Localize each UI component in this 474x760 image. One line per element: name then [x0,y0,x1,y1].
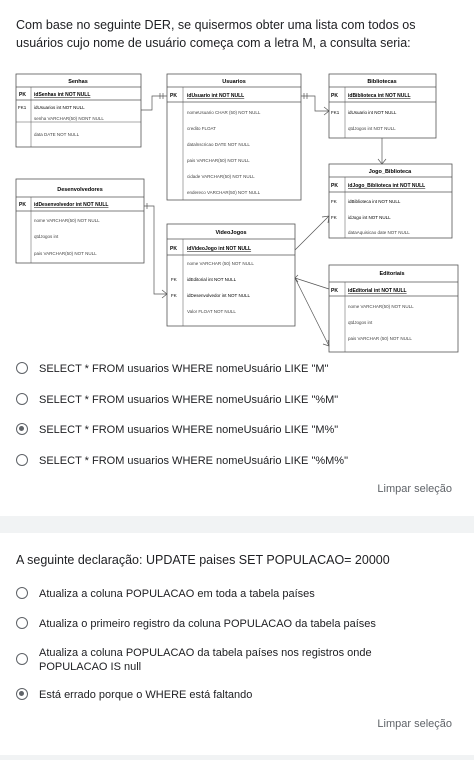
q2-option-3[interactable]: Atualiza a coluna POPULACAO da tabela pa… [16,646,458,674]
q1-option-1-label: SELECT * FROM usuarios WHERE nomeUsuário… [39,363,329,375]
ed-qtd: qtdJogos int [348,320,373,325]
rel-videojogos-jogobiblioteca [294,215,330,251]
table-senhas: Senhas PK idSenhas int NOT NULL FK1 idUs… [15,73,142,148]
senhas-pk-key: PK [19,92,26,98]
q2-option-1-label: Atualiza a coluna POPULACAO em toda a ta… [39,588,315,600]
table-jogo-biblioteca-title: Jogo_Biblioteca [369,169,412,175]
jb-fk1-key: FK [331,199,337,204]
vj-valor: Valor FLOAT NOT NULL [187,309,236,314]
rel-usuarios-bibliotecas [301,95,329,112]
q2-option-4-label: Está errado porque o WHERE está faltando [39,689,253,701]
rel-senhas-usuarios [141,95,167,111]
radio-button-selected[interactable] [16,688,28,700]
jb-fk2-key: FK [331,215,337,220]
senhas-fk: idUsuarios int NOT NULL [34,105,85,110]
table-jogo-biblioteca: Jogo_Biblioteca PK idJogo_Biblioteca int… [328,163,453,239]
question-card-1: Com base no seguinte DER, se quisermos o… [0,0,474,516]
bibliotecas-fk: idUsuario int NOT NULL [348,110,397,115]
dev-pk: idDesenvolvedor int NOT NULL [34,202,108,208]
q1-option-3[interactable]: SELECT * FROM usuarios WHERE nomeUsuário… [16,423,458,437]
vj-fk1-key: FK [171,277,177,282]
rel-editoriais-videojogos [294,277,330,290]
q1-option-2-label: SELECT * FROM usuarios WHERE nomeUsuário… [39,394,339,406]
question-1-text: Com base no seguinte DER, se quisermos o… [16,18,416,50]
table-senhas-title: Senhas [68,79,88,85]
usuarios-pais: pais VARCHAR(50) NOT NULL [187,158,250,163]
jb-data: dataAquisicao date NOT NULL [348,230,410,235]
q1-option-3-label: SELECT * FROM usuarios WHERE nomeUsuário… [39,424,339,436]
question-2-text: A seguinte declaração: UPDATE paises SET… [16,553,390,567]
table-usuarios: Usuarios PK idUsuario int NOT NULL nomeU… [166,73,302,201]
ed-pk: idEditorial int NOT NULL [348,288,407,294]
ed-pk-key: PK [331,288,338,294]
dev-nome: nome VARCHAR(50) NOT NULL [34,218,100,223]
table-usuarios-title: Usuarios [222,79,246,85]
q2-option-4[interactable]: Está errado porque o WHERE está faltando [16,688,458,702]
q2-option-1[interactable]: Atualiza a coluna POPULACAO em toda a ta… [16,587,458,601]
table-editoriais: Editoriais PK idEditorial int NOT NULL n… [328,264,459,353]
bibliotecas-pk: idBiblioteca int NOT NULL [348,93,411,99]
senhas-data: data DATE NOT NULL [34,132,80,137]
jb-pk: idJogo_Biblioteca int NOT NULL [348,183,425,189]
jb-fk1: idBiblioteca int NOT NULL [348,199,401,204]
vj-fk2-key: FK [171,293,177,298]
table-desenvolvedores: Desenvolvedores PK idDesenvolvedor int N… [15,178,145,264]
vj-pk: idVideoJogo int NOT NULL [187,246,251,252]
usuarios-endereco: endereco VARCHAR(50) NOT NULL [187,190,261,195]
jb-pk-key: PK [331,183,338,189]
q2-option-2-label: Atualiza o primeiro registro da coluna P… [39,618,376,630]
usuarios-data: datalnscricao DATE NOT NULL [187,142,250,147]
radio-button-selected[interactable] [16,423,28,435]
bibliotecas-qtd: qtdJogos int NOT NULL [348,126,396,131]
er-diagram: Senhas PK idSenhas int NOT NULL FK1 idUs… [15,73,459,353]
usuarios-pk-key: PK [170,93,177,99]
vj-fk2: idDesenvolvedor int NOT NULL [187,293,250,298]
q1-option-2[interactable]: SELECT * FROM usuarios WHERE nomeUsuário… [16,393,458,407]
radio-button[interactable] [16,393,28,405]
q1-option-4-label: SELECT * FROM usuarios WHERE nomeUsuário… [39,455,348,467]
dev-pais: pais VARCHAR(50) NOT NULL [34,251,97,256]
usuarios-credito: credito FLOAT [187,126,216,131]
q2-option-2[interactable]: Atualiza o primeiro registro da coluna P… [16,617,458,631]
radio-button[interactable] [16,454,28,466]
q1-option-4[interactable]: SELECT * FROM usuarios WHERE nomeUsuário… [16,454,458,468]
table-videojogos-title: VideoJogos [215,230,246,236]
vj-nome: nome VARCHAR (50) NOT NULL [187,261,254,266]
radio-button[interactable] [16,587,28,599]
senhas-senha: senha VARCHAR(50) NONT NULL [34,116,104,121]
radio-button[interactable] [16,617,28,629]
table-videojogos: VideoJogos PK idVideoJogo int NOT NULL n… [166,223,296,327]
table-editoriais-title: Editoriais [379,271,404,277]
senhas-fk-key: FK1 [18,105,27,110]
clear-selection-button-2[interactable]: Limpar seleção [377,718,452,730]
bibliotecas-fk-key: FK1 [331,110,340,115]
ed-pais: pais VARCHAR (50) NOT NULL [348,336,412,341]
vj-pk-key: PK [170,246,177,252]
q2-option-3-label: Atualiza a coluna POPULACAO da tabela pa… [39,647,372,673]
table-bibliotecas: Bibliotecas PK idBiblioteca int NOT NULL… [328,73,437,139]
jb-fk2: idJogo int NOT NULL [348,215,391,220]
dev-qtd: qtdJogos int [34,234,59,239]
radio-button[interactable] [16,362,28,374]
table-bibliotecas-title: Bibliotecas [367,79,396,85]
rel-desenvolvedores-videojogos [144,205,167,295]
ed-nome: nome VARCHAR(50) NOT NULL [348,304,414,309]
question-card-2: A seguinte declaração: UPDATE paises SET… [0,533,474,755]
usuarios-cidade: cidade VARCHAR(50) NOT NULL [187,174,255,179]
bibliotecas-pk-key: PK [331,93,338,99]
radio-button[interactable] [16,653,28,665]
senhas-pk: idSenhas int NOT NULL [34,92,90,98]
q1-option-1[interactable]: SELECT * FROM usuarios WHERE nomeUsuário… [16,362,458,376]
clear-selection-button-1[interactable]: Limpar seleção [377,483,452,495]
vj-fk1: idEditorial int NOT NULL [187,277,237,282]
dev-pk-key: PK [19,202,26,208]
relationship-lines [141,93,387,347]
usuarios-pk: idUsuario int NOT NULL [187,93,244,99]
usuarios-nome: nomeUsuario CHAR (50) NOT NULL [187,110,261,115]
table-desenvolvedores-title: Desenvolvedores [57,187,103,193]
